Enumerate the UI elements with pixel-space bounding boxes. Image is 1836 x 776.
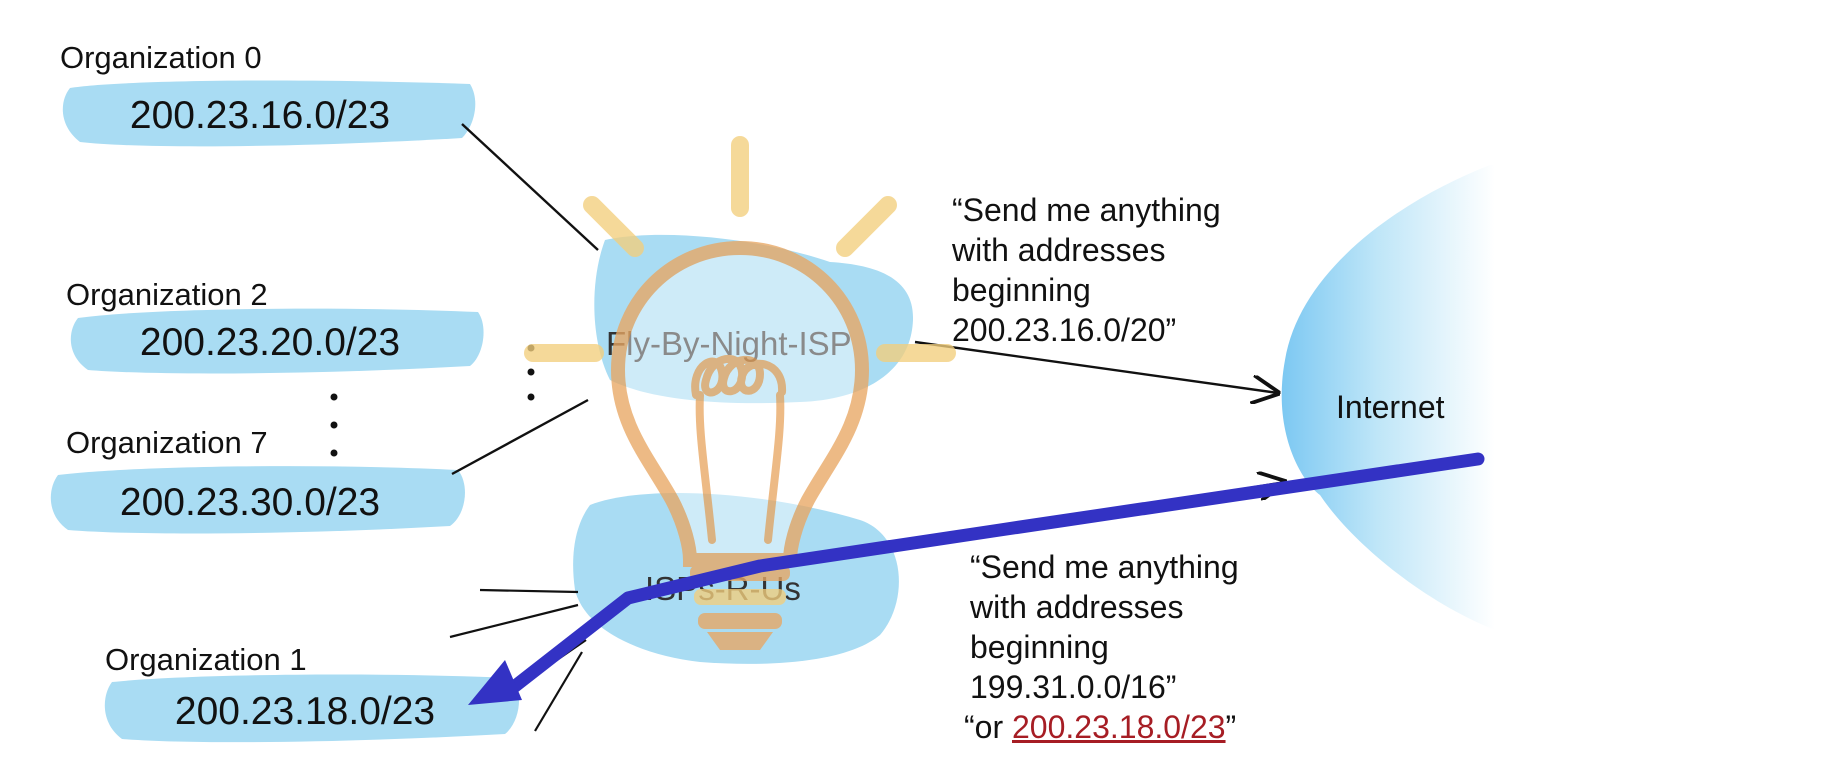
link-org7-flybynight	[451, 398, 589, 476]
flybynight-ad-line4: 200.23.16.0/20”	[952, 312, 1177, 348]
flybynight-ad-line1: “Send me anything	[952, 192, 1221, 228]
link-rus-bottom	[534, 651, 583, 732]
rus-ad-line5-suffix: ”	[1225, 709, 1237, 745]
org7-cloud	[50, 466, 465, 534]
link-rus-left-2	[449, 603, 579, 639]
rus-advertisement: “Send me anything with addresses beginni…	[964, 547, 1310, 747]
ellipsis-dot	[527, 368, 535, 376]
rus-ad-line2: with addresses	[970, 589, 1184, 625]
org2-prefix: 200.23.20.0/23	[139, 321, 401, 364]
org1-cloud	[104, 674, 520, 743]
rus-ad-line4: 199.31.0.0/16”	[970, 669, 1177, 705]
org7-label: Organization 7	[66, 425, 268, 460]
rus-ad-line5: “or 200.23.18.0/23”	[964, 707, 1310, 747]
org0-cloud	[62, 80, 476, 147]
org0-prefix: 200.23.16.0/23	[129, 94, 391, 137]
org0-label: Organization 0	[60, 40, 262, 75]
flybynight-ad-line2: with addresses	[952, 232, 1166, 268]
rus-ad-route-highlight: 200.23.18.0/23	[1012, 709, 1226, 745]
org2-cloud	[70, 308, 484, 374]
rus-ad-line1: “Send me anything	[970, 549, 1239, 585]
flybynight-label: Fly-By-Night-ISP	[606, 325, 852, 362]
ellipsis-dot	[527, 393, 535, 401]
arrow-rus-internet	[901, 482, 1285, 547]
flybynight-advertisement: “Send me anything with addresses beginni…	[952, 190, 1282, 350]
rus-ad-line5-prefix: “or	[964, 709, 1012, 745]
rus-ad-line3: beginning	[970, 629, 1109, 665]
org2-label: Organization 2	[66, 277, 268, 312]
ellipsis-dot	[330, 421, 338, 429]
ellipsis-dot	[330, 393, 338, 401]
internet-label: Internet	[1336, 389, 1445, 425]
ellipsis-dot	[330, 449, 338, 457]
arrow-flybynight-internet	[914, 340, 1278, 393]
org7-prefix: 200.23.30.0/23	[119, 481, 381, 524]
link-org0-flybynight	[461, 123, 599, 251]
link-rus-left-1	[479, 588, 579, 594]
rus-label: ISPs-R-Us	[645, 570, 801, 607]
flybynight-ad-line3: beginning	[952, 272, 1091, 308]
org1-label: Organization 1	[105, 642, 307, 677]
flybynight-cloud	[594, 234, 914, 404]
ellipsis-dot	[527, 344, 535, 352]
org1-prefix: 200.23.18.0/23	[174, 690, 436, 733]
